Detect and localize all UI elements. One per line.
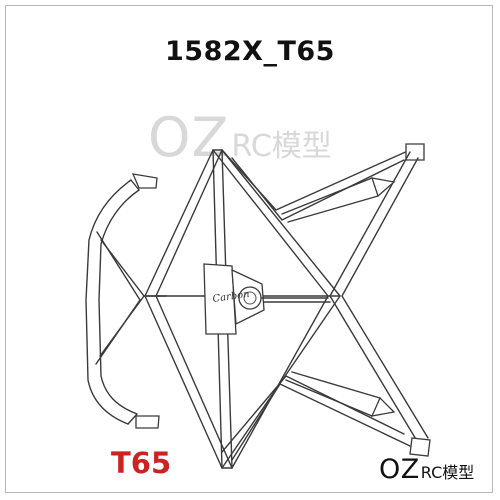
watermark-rc: RC模型 bbox=[231, 129, 332, 164]
brand-rc: RC模型 bbox=[420, 463, 475, 482]
main-cage bbox=[144, 149, 341, 469]
product-title: 1582X_T65 bbox=[165, 36, 335, 67]
watermark-oz: OZ bbox=[148, 106, 230, 169]
right-brace bbox=[221, 143, 431, 461]
brand-logo: OZRC模型 bbox=[379, 454, 474, 485]
watermark: OZRC模型 bbox=[148, 106, 332, 169]
image-border bbox=[5, 5, 493, 493]
part-label: T65 bbox=[111, 446, 172, 480]
side-hoop bbox=[85, 173, 161, 429]
carbon-logo: Carbon bbox=[212, 289, 250, 305]
brand-oz: OZ bbox=[379, 454, 420, 485]
centre-mount: Carbon bbox=[203, 263, 329, 335]
